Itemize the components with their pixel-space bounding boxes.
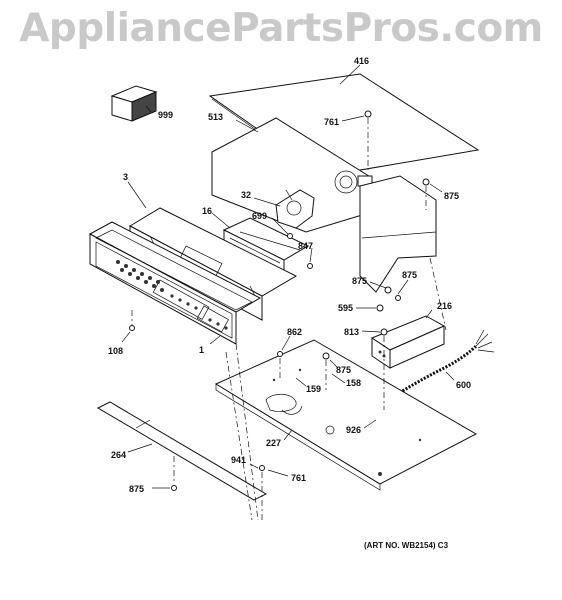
- callout-862[interactable]: 862: [287, 327, 302, 337]
- alignment-lines: [131, 118, 447, 521]
- callout-875[interactable]: 875: [402, 270, 417, 280]
- callout-699[interactable]: 699: [252, 211, 267, 221]
- callout-264[interactable]: 264: [111, 450, 126, 460]
- screws: [129, 110, 430, 491]
- callout-875[interactable]: 875: [129, 484, 144, 494]
- callout-32[interactable]: 32: [241, 190, 251, 200]
- callout-875[interactable]: 875: [352, 276, 367, 286]
- callout-158[interactable]: 158: [346, 378, 361, 388]
- part-216-terminal-box[interactable]: [370, 315, 446, 369]
- callout-159[interactable]: 159: [306, 384, 321, 394]
- callout-416[interactable]: 416: [354, 56, 369, 66]
- watermark-logo: AppliancePartsPros.com: [19, 6, 543, 51]
- part-264-trim-strip[interactable]: [96, 401, 268, 501]
- callout-813[interactable]: 813: [344, 327, 359, 337]
- callout-16[interactable]: 16: [202, 206, 212, 216]
- callout-216[interactable]: 216: [437, 301, 452, 311]
- leader-lines: [121, 64, 455, 489]
- callout-3[interactable]: 3: [123, 172, 128, 182]
- callout-875[interactable]: 875: [444, 191, 459, 201]
- callout-108[interactable]: 108: [108, 346, 123, 356]
- callout-999[interactable]: 999: [158, 110, 173, 120]
- callout-941[interactable]: 941: [231, 455, 246, 465]
- callout-600[interactable]: 600: [456, 380, 471, 390]
- callout-761[interactable]: 761: [291, 473, 306, 483]
- part-999-box[interactable]: [110, 85, 158, 122]
- callout-847[interactable]: 847: [298, 241, 313, 251]
- callout-227[interactable]: 227: [266, 438, 281, 448]
- art-number: (ART NO. WB2154) C3: [364, 541, 449, 550]
- callout-761[interactable]: 761: [324, 117, 339, 127]
- callout-875[interactable]: 875: [336, 365, 351, 375]
- part-227-bottom-tray[interactable]: [214, 339, 478, 491]
- part-1-glass-panel[interactable]: [88, 221, 262, 345]
- part-32-fan[interactable]: [275, 189, 315, 229]
- callout-1[interactable]: 1: [199, 345, 204, 355]
- panel-buttons: [116, 260, 228, 330]
- callout-926[interactable]: 926: [346, 425, 361, 435]
- callout-595[interactable]: 595: [338, 303, 353, 313]
- callout-513[interactable]: 513: [208, 112, 223, 122]
- part-side-panel[interactable]: [359, 175, 437, 293]
